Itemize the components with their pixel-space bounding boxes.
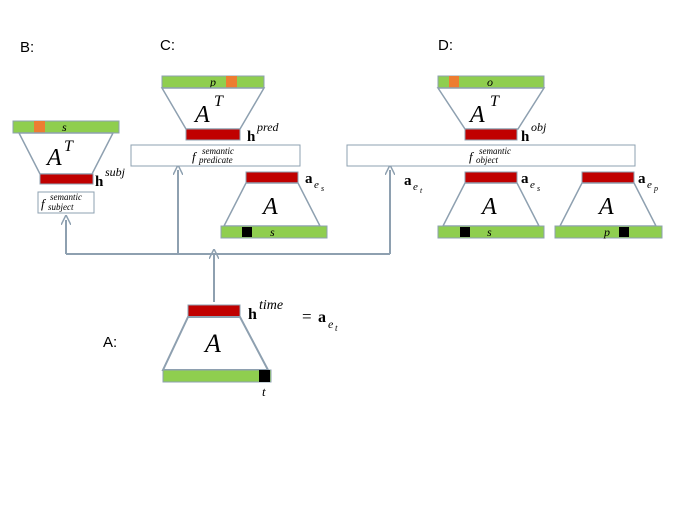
connector-arrows xyxy=(66,170,390,302)
object-matrix-superscript: T xyxy=(490,93,500,110)
predicate-input-hidden-subscript: e xyxy=(314,179,319,191)
object-input-p-matrix: A xyxy=(597,194,614,220)
object-input-p-hidden-subsubscript: p xyxy=(653,184,658,193)
subject-function-subscript: subject xyxy=(48,202,74,212)
object-trapezoid xyxy=(436,87,546,130)
subject-function-box xyxy=(37,191,95,214)
object-onehot-cell xyxy=(449,76,459,88)
object-matrix: A xyxy=(468,102,485,128)
time-equation-equals: = xyxy=(302,307,312,326)
predicate-input-hidden-bar xyxy=(245,171,299,184)
object-hidden-superscript: obj xyxy=(531,120,547,134)
subject-onehot-cell xyxy=(34,121,45,133)
object-input-p-onehot-cell xyxy=(619,227,629,237)
object-vector-symbol: o xyxy=(487,75,493,89)
panel-label-d: D: xyxy=(438,37,453,54)
subject-hidden-superscript: subj xyxy=(105,165,126,179)
predicate-input-onehot-cell xyxy=(242,227,252,237)
object-input-p-vector-bar xyxy=(554,225,663,239)
predicate-trapezoid xyxy=(160,87,266,130)
predicate-input-vector-symbol: s xyxy=(270,225,275,239)
time-hidden-symbol: h xyxy=(248,306,257,323)
object-time-symbol: a xyxy=(404,173,412,189)
panel-label-a: A: xyxy=(103,334,117,351)
time-hidden-superscript: time xyxy=(259,298,283,313)
object-hidden-bar xyxy=(464,128,518,141)
time-matrix: A xyxy=(203,329,221,358)
subject-function-superscript: semantic xyxy=(50,192,82,202)
panel-b-subject-decoder: s A T h subj f semantic subject xyxy=(12,120,126,214)
object-input-p-hidden-symbol: a xyxy=(638,171,646,187)
time-vector-symbol: t xyxy=(262,384,266,399)
subject-vector-symbol: s xyxy=(62,120,67,134)
object-input-p-hidden-subscript: e xyxy=(647,179,652,191)
predicate-hidden-bar xyxy=(185,128,241,141)
subject-function-symbol: f xyxy=(41,196,47,211)
object-function-symbol: f xyxy=(469,149,475,164)
time-onehot-cell xyxy=(259,370,270,382)
predicate-vector-symbol: p xyxy=(209,75,216,89)
time-vector-bar xyxy=(162,369,272,383)
predicate-hidden-symbol: h xyxy=(247,129,256,145)
predicate-function-box xyxy=(130,144,301,167)
panel-label-b: B: xyxy=(20,39,34,56)
object-input-s-hidden-subsubscript: s xyxy=(537,184,540,193)
panel-c-predicate-decoder: p A T h pred f semantic predicate a e s … xyxy=(130,75,328,239)
predicate-onehot-cell xyxy=(226,76,237,88)
time-hidden-bar xyxy=(187,304,241,318)
predicate-function-subscript: predicate xyxy=(198,155,233,165)
subject-matrix: A xyxy=(45,145,62,171)
panel-d-object-decoder: o A T h obj f semantic object a e t a e … xyxy=(346,75,663,239)
subject-hidden-bar xyxy=(39,173,94,185)
object-input-s-hidden-symbol: a xyxy=(521,171,529,187)
predicate-input-hidden-subsubscript: s xyxy=(321,184,324,193)
panel-a-time-encoder: h time = a e t A t xyxy=(161,298,338,399)
object-input-s-vector-symbol: s xyxy=(487,225,492,239)
object-input-s-hidden-bar xyxy=(464,171,518,184)
object-function-superscript: semantic xyxy=(479,146,511,156)
predicate-matrix-superscript: T xyxy=(214,93,224,110)
object-function-subscript: object xyxy=(476,155,498,165)
object-input-s-hidden-subscript: e xyxy=(530,179,535,191)
subject-hidden-symbol: h xyxy=(95,174,104,190)
time-equation-subsubscript: t xyxy=(335,323,338,333)
time-equation-symbol: a xyxy=(318,309,326,326)
predicate-hidden-superscript: pred xyxy=(256,120,280,134)
predicate-input-hidden-symbol: a xyxy=(305,171,313,187)
object-input-p-hidden-bar xyxy=(581,171,635,184)
panel-label-c: C: xyxy=(160,37,175,54)
time-equation-subscript: e xyxy=(328,317,334,331)
object-hidden-symbol: h xyxy=(521,129,530,145)
subject-matrix-superscript: T xyxy=(64,138,74,155)
object-time-subsubscript: t xyxy=(420,186,423,195)
object-function-box xyxy=(346,144,636,167)
object-time-subscript: e xyxy=(413,181,418,193)
object-input-p-vector-symbol: p xyxy=(603,225,610,239)
object-input-s-matrix: A xyxy=(480,194,497,220)
predicate-function-symbol: f xyxy=(192,149,198,164)
object-input-s-onehot-cell xyxy=(460,227,470,237)
predicate-matrix: A xyxy=(193,102,210,128)
predicate-function-superscript: semantic xyxy=(202,146,234,156)
predicate-input-matrix: A xyxy=(261,194,278,220)
